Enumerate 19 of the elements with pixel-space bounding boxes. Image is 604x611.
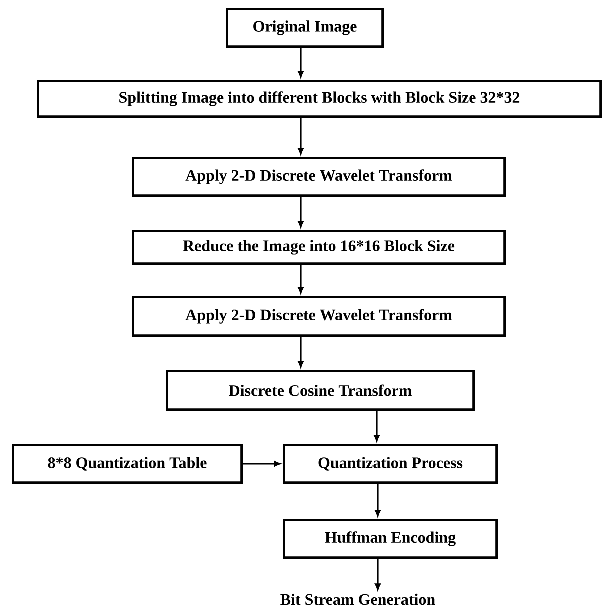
- process-box: Splitting Image into different Blocks with Block Size 32*32: [37, 80, 602, 118]
- process-box: Huffman Encoding: [283, 519, 498, 559]
- process-box: Original Image: [226, 8, 384, 48]
- arrow: [374, 411, 380, 442]
- process-box: Discrete Cosine Transform: [166, 370, 475, 411]
- arrow: [298, 265, 304, 294]
- output-text: Bit Stream Generation: [280, 594, 436, 606]
- arrow: [375, 559, 381, 590]
- process-box: Quantization Process: [283, 444, 498, 484]
- arrow: [375, 484, 381, 517]
- arrow: [298, 118, 304, 155]
- process-box: Apply 2-D Discrete Wavelet Transform: [132, 157, 506, 197]
- arrow: [298, 48, 304, 78]
- process-box: Reduce the Image into 16*16 Block Size: [132, 230, 506, 265]
- arrow: [243, 461, 281, 467]
- arrow: [298, 337, 304, 368]
- process-box: 8*8 Quantization Table: [12, 444, 243, 484]
- process-box: Apply 2-D Discrete Wavelet Transform: [132, 296, 506, 337]
- arrow: [298, 197, 304, 228]
